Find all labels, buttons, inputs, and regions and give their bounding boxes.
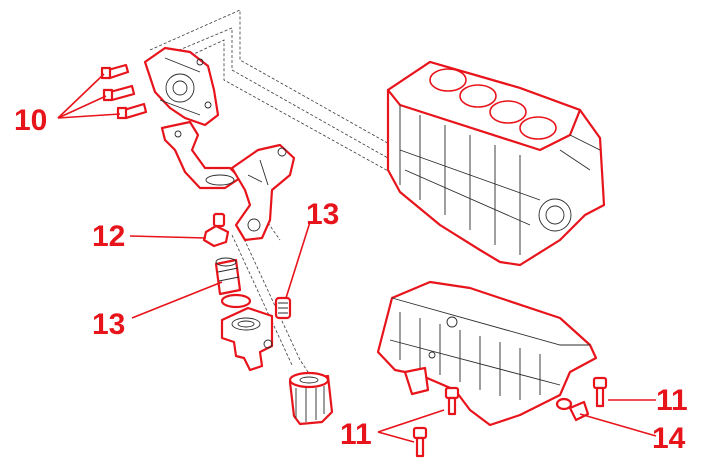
drain-plug [555,397,590,422]
callout-11-right: 11 [656,384,688,417]
oil-pump-housing [143,46,220,127]
callout-labels: 10 12 13 13 11 11 14 [14,104,688,455]
oil-filter [288,371,334,426]
callout-13-left: 13 [92,308,125,341]
relief-valve-spring [274,296,292,320]
oil-pressure-sender [202,212,230,248]
oil-filter-sleeve [214,257,242,296]
callout-14: 14 [652,422,686,455]
engine-block [386,60,606,267]
callout-leader-lines [57,73,657,443]
oil-pickup-tube [160,120,242,190]
mounting-bracket [230,143,296,242]
bolts-11 [412,376,608,458]
bolts-10 [100,63,148,120]
oil-pan [376,280,598,427]
callout-13-right: 13 [306,198,339,231]
oil-filter-housing [220,306,274,372]
callout-12: 12 [92,220,125,253]
o-ring [220,293,252,309]
callout-11-bottom: 11 [340,418,372,451]
callout-10: 10 [14,104,47,137]
